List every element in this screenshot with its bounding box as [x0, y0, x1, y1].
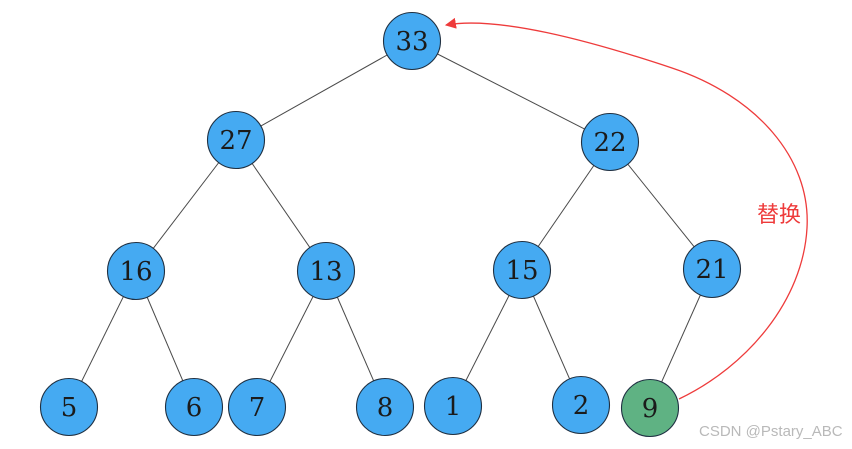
tree-node-label-5: 5 — [61, 393, 78, 423]
tree-node-33 — [382, 11, 442, 71]
replace-label: 替换 — [757, 203, 801, 228]
tree-edge-33-22 — [411, 40, 611, 143]
tree-node-5 — [39, 377, 99, 437]
watermark: CSDN @Pstary_ABC — [699, 423, 843, 440]
tree-node-label-22: 22 — [593, 128, 626, 158]
tree-node-label-16: 16 — [119, 257, 152, 287]
tree-node-7 — [227, 377, 287, 437]
tree-node-9 — [620, 378, 680, 438]
tree-node-2 — [551, 375, 611, 435]
tree-node-label-27: 27 — [219, 126, 252, 156]
tree-node-label-6: 6 — [186, 393, 203, 423]
tree-node-21 — [682, 239, 742, 299]
tree-node-1 — [423, 376, 483, 436]
tree-node-label-21: 21 — [695, 255, 728, 285]
tree-node-6 — [164, 377, 224, 437]
tree-node-label-1: 1 — [445, 392, 462, 422]
replace-arrow — [444, 17, 808, 400]
tree-node-label-8: 8 — [377, 393, 394, 423]
tree-node-22 — [580, 112, 640, 172]
tree-node-label-33: 33 — [395, 27, 428, 57]
tree-node-15 — [492, 240, 552, 300]
tree-node-label-9: 9 — [642, 394, 659, 424]
tree-node-13 — [296, 241, 356, 301]
tree-node-8 — [355, 377, 415, 437]
tree-node-label-2: 2 — [573, 391, 590, 421]
tree-node-label-7: 7 — [249, 393, 266, 423]
tree-node-label-15: 15 — [505, 256, 538, 286]
tree-node-label-13: 13 — [309, 257, 342, 287]
tree-edge-33-27 — [235, 40, 413, 141]
tree-node-27 — [206, 110, 266, 170]
tree-node-16 — [106, 241, 166, 301]
